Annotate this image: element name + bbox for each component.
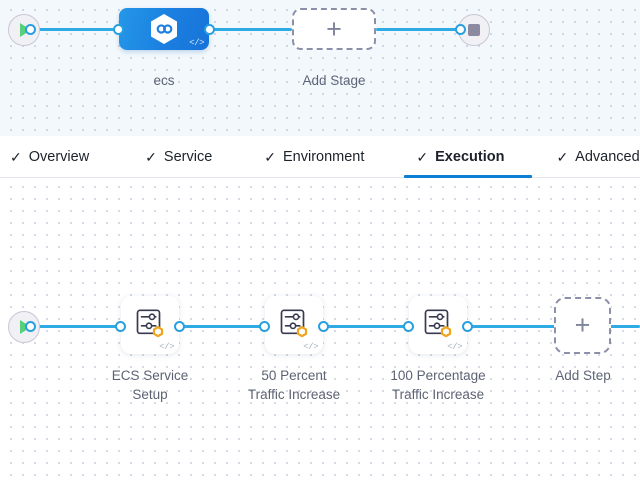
tab-advanced-label: Advanced: [575, 148, 640, 165]
edge-step-1-to-step-2: [180, 325, 315, 328]
edge-start-to-stage: [30, 28, 130, 31]
step-code-glyph-icon: </>: [303, 342, 318, 352]
step-node-ecs-service-setup[interactable]: </>: [121, 296, 179, 354]
edge-stage-to-add-stage: [210, 28, 292, 31]
tab-environment-label: Environment: [283, 148, 365, 165]
pipeline-hexagon-icon: [149, 13, 179, 45]
check-icon: ✓: [416, 148, 429, 165]
edge-step-2-to-step-3: [310, 325, 457, 328]
tab-service-label: Service: [163, 148, 213, 165]
step-node-100-percentage-traffic-increase[interactable]: </>: [409, 296, 467, 354]
step-1-output-port[interactable]: [174, 321, 185, 332]
tab-overview[interactable]: ✓ Overview: [0, 136, 123, 178]
tab-advanced[interactable]: ✓ Advanced: [534, 136, 640, 178]
step-1-label: ECS Service Setup: [111, 368, 189, 402]
add-step-label[interactable]: Add Step: [555, 368, 611, 383]
stage-config-tabs: ✓ Overview ✓ Service ✓ Environment ✓ Exe…: [0, 136, 640, 178]
execution-steps-canvas[interactable]: </> ECS Service Setup: [0, 178, 640, 480]
add-step-button[interactable]: +: [554, 297, 611, 354]
tab-execution[interactable]: ✓ Execution: [394, 136, 534, 178]
step-code-glyph-icon: </>: [159, 342, 174, 352]
step-3-input-port[interactable]: [403, 321, 414, 332]
step-3-label: 100 Percentage Traffic Increase: [390, 368, 486, 402]
stage-node-output-port[interactable]: [204, 24, 215, 35]
edge-add-stage-to-end: [376, 28, 464, 31]
edge-step-3-to-add-step: [452, 325, 556, 328]
step-node-50-percent-traffic-increase[interactable]: </>: [265, 296, 323, 354]
stage-start-port[interactable]: [25, 24, 36, 35]
step-3-output-port[interactable]: [462, 321, 473, 332]
check-icon: ✓: [145, 148, 157, 165]
check-icon: ✓: [556, 148, 569, 165]
step-code-glyph-icon: </>: [447, 342, 462, 352]
step-start-port[interactable]: [25, 321, 36, 332]
add-stage-label[interactable]: Add Stage: [302, 73, 366, 88]
step-2-label: 50 Percent Traffic Increase: [247, 368, 341, 402]
step-1-input-port[interactable]: [115, 321, 126, 332]
plus-icon: +: [326, 13, 342, 44]
stage-node-ecs[interactable]: </>: [119, 8, 209, 50]
tab-environment[interactable]: ✓ Environment: [242, 136, 394, 178]
stage-node-label: ecs: [153, 73, 175, 88]
stage-node-input-port[interactable]: [113, 24, 124, 35]
stage-canvas[interactable]: </> ecs + Add Stage: [0, 0, 640, 136]
edge-add-step-outgoing: [610, 325, 640, 328]
step-2-output-port[interactable]: [318, 321, 329, 332]
shell-script-step-icon: [277, 307, 311, 341]
check-icon: ✓: [10, 148, 22, 165]
check-icon: ✓: [264, 148, 276, 165]
step-2-input-port[interactable]: [259, 321, 270, 332]
tab-execution-label: Execution: [435, 148, 505, 165]
stop-icon: [468, 24, 480, 36]
shell-script-step-icon: [133, 307, 167, 341]
plus-icon: +: [574, 310, 591, 340]
tab-overview-label: Overview: [28, 148, 90, 165]
add-stage-button[interactable]: +: [292, 8, 376, 50]
shell-script-step-icon: [421, 307, 455, 341]
stage-end-port[interactable]: [455, 24, 466, 35]
tab-service[interactable]: ✓ Service: [123, 136, 242, 178]
stage-code-glyph-icon: </>: [189, 38, 204, 48]
edge-start-to-step-1: [30, 325, 185, 328]
